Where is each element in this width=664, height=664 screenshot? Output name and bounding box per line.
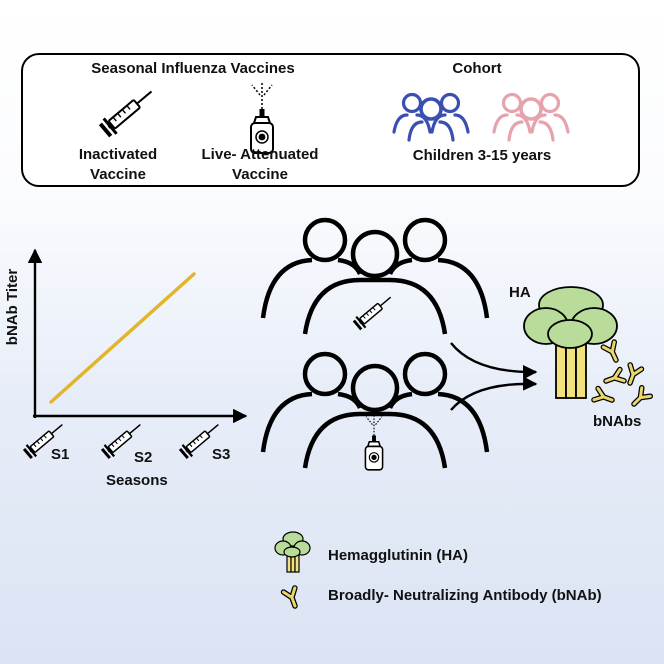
cohort-label: Children 3-15 years	[412, 147, 552, 164]
nasal-spray-icon	[364, 414, 384, 471]
live-attenuated-vaccine-label-line2: Vaccine	[232, 166, 288, 183]
vaccine-cohort-panel	[21, 53, 640, 187]
people-icon	[263, 220, 487, 334]
antibody-icon	[284, 588, 301, 608]
y-axis-label: bNAb Titer	[4, 268, 21, 346]
cohort-title: Cohort	[452, 60, 502, 77]
legend-hemagglutinin: Hemagglutinin (HA)	[328, 547, 468, 564]
live-attenuated-vaccine-label-line1: Live- Attenuated	[201, 146, 319, 163]
syringe-icon	[351, 290, 397, 332]
hemagglutinin-icon	[274, 531, 311, 573]
legend-antibody: Broadly- Neutralizing Antibody (bNAb)	[328, 587, 602, 604]
arrow	[450, 342, 538, 380]
titer-trend-line	[49, 272, 196, 404]
antibody-icon	[594, 342, 650, 408]
tick-label-s3: S3	[212, 446, 231, 463]
inactivated-vaccine-label-line2: Vaccine	[90, 166, 146, 183]
x-axis-label: Seasons	[106, 472, 168, 489]
tick-label-s2: S2	[134, 449, 153, 466]
bnabs-label: bNAbs	[593, 413, 642, 430]
tick-label-s1: S1	[51, 446, 70, 463]
hemagglutinin-icon	[523, 286, 618, 399]
inactivated-vaccine-label-line1: Inactivated	[78, 146, 158, 163]
vaccines-title: Seasonal Influenza Vaccines	[91, 60, 295, 77]
ha-label: HA	[509, 284, 531, 301]
arrow	[450, 376, 538, 411]
